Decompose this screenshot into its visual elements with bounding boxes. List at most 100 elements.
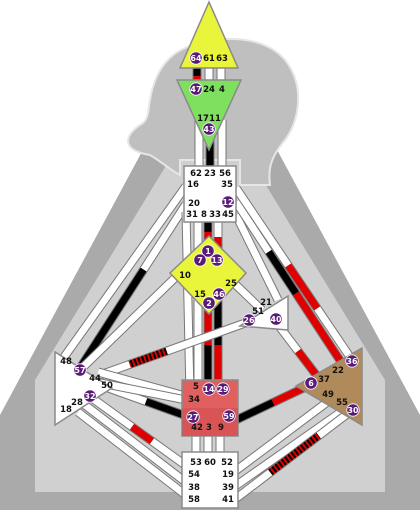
gate-32: 32 (83, 389, 97, 403)
gate-number-label: 57 (74, 366, 85, 375)
gate-number-label: 48 (60, 357, 72, 367)
gate-56: 56 (219, 169, 231, 179)
gate-number-label: 28 (71, 398, 83, 408)
gate-number-label: 15 (194, 290, 206, 300)
gate-34: 34 (188, 395, 200, 405)
gate-number-label: 38 (188, 483, 200, 493)
gate-activation-marker (221, 195, 235, 209)
channels-layer (58, 62, 358, 504)
gate-25: 25 (225, 279, 237, 289)
gate-activation-marker (345, 354, 359, 368)
channel-segment-black (77, 292, 131, 370)
gate-number-label: 36 (346, 357, 358, 366)
gate-number-label: 24 (203, 85, 215, 95)
gate-number-label: 39 (222, 483, 234, 493)
gate-4: 4 (219, 85, 225, 95)
channel-20-34 (181, 211, 195, 396)
channel-segment-white (233, 282, 265, 313)
channel-segment-white (231, 397, 333, 475)
gate-27: 27 (186, 410, 200, 424)
gate-number-label: 29 (217, 385, 229, 394)
gate-number-label: 33 (209, 210, 221, 220)
gate-activation-marker (202, 382, 216, 396)
gate-23: 23 (204, 169, 216, 179)
gate-17: 17 (197, 114, 209, 124)
gate-activation-marker (212, 287, 226, 301)
gate-number-label: 47 (190, 85, 201, 94)
gate-8: 8 (201, 210, 207, 220)
gate-60: 60 (204, 458, 216, 468)
gate-43: 43 (202, 122, 216, 136)
gate-number-label: 22 (332, 366, 344, 376)
gate-number-label: 23 (204, 169, 216, 179)
channel-16-48 (58, 183, 190, 363)
gate-number-label: 21 (260, 298, 272, 308)
gate-number-label: 37 (318, 375, 330, 385)
gate-activation-marker (304, 376, 318, 390)
centers-layer (54, 0, 363, 509)
gate-14: 14 (202, 382, 216, 396)
gate-activation-marker (202, 122, 216, 136)
gate-number-label: 3 (206, 423, 212, 433)
gate-6: 6 (304, 376, 318, 390)
gate-number-label: 62 (190, 169, 202, 179)
gate-number-label: 53 (190, 458, 202, 468)
gate-number-label: 17 (197, 114, 209, 124)
gate-number-label: 60 (204, 458, 216, 468)
gate-20: 20 (188, 199, 200, 209)
gate-activation-marker (269, 312, 283, 326)
channel-35-36 (232, 185, 356, 363)
gate-activation-marker (73, 363, 87, 377)
gate-13: 13 (210, 253, 224, 267)
gate-number-label: 27 (187, 413, 198, 422)
gate-47: 47 (189, 82, 203, 96)
gate-37: 37 (318, 375, 330, 385)
gate-number-label: 43 (203, 125, 214, 134)
channel-segment-white (314, 306, 355, 362)
channel-20-57 (76, 201, 190, 371)
center-root (181, 451, 239, 509)
gate-number-label: 40 (270, 315, 282, 324)
gate-63: 63 (216, 54, 228, 64)
channel-segment-red (129, 423, 155, 445)
gate-number-label: 9 (218, 423, 224, 433)
gate-51: 51 (252, 307, 264, 317)
gate-number-label: 51 (252, 307, 264, 317)
gate-number-label: 19 (222, 470, 234, 480)
gate-activation-marker (242, 313, 256, 327)
gate-number-label: 34 (188, 395, 200, 405)
channel-segment-white (182, 211, 194, 396)
gate-41: 41 (222, 495, 234, 505)
channel-45-21 (231, 213, 283, 302)
gate-24: 24 (203, 85, 215, 95)
gate-11: 11 (209, 114, 221, 124)
gate-number-label: 45 (222, 210, 234, 220)
gate-55: 55 (336, 398, 348, 408)
channel-10-57 (76, 269, 184, 374)
gate-46: 46 (212, 287, 226, 301)
gate-9: 9 (218, 423, 224, 433)
gate-12: 12 (221, 195, 235, 209)
channel-18-58 (75, 408, 195, 504)
gate-number-label: 18 (60, 405, 72, 415)
channel-segment-black (124, 267, 147, 297)
gate-activation-marker (193, 253, 207, 267)
gate-number-label: 14 (203, 385, 215, 394)
gate-28: 28 (71, 398, 83, 408)
gate-number-label: 6 (308, 379, 314, 388)
gate-21: 21 (260, 298, 272, 308)
channel-12-22 (232, 199, 349, 371)
gate-activation-marker (186, 410, 200, 424)
channel-segment-white (232, 213, 282, 302)
gate-number-label: 63 (216, 54, 228, 64)
gate-number-label: 54 (188, 470, 200, 480)
gate-33: 33 (209, 210, 221, 220)
gate-number-label: 31 (186, 210, 198, 220)
gate-59: 59 (222, 409, 236, 423)
channel-28-38 (82, 401, 195, 491)
center-throat (183, 165, 237, 223)
channel-segment-white (233, 186, 292, 268)
gate-number-label: 26 (243, 316, 255, 325)
gate-2: 2 (202, 296, 216, 310)
